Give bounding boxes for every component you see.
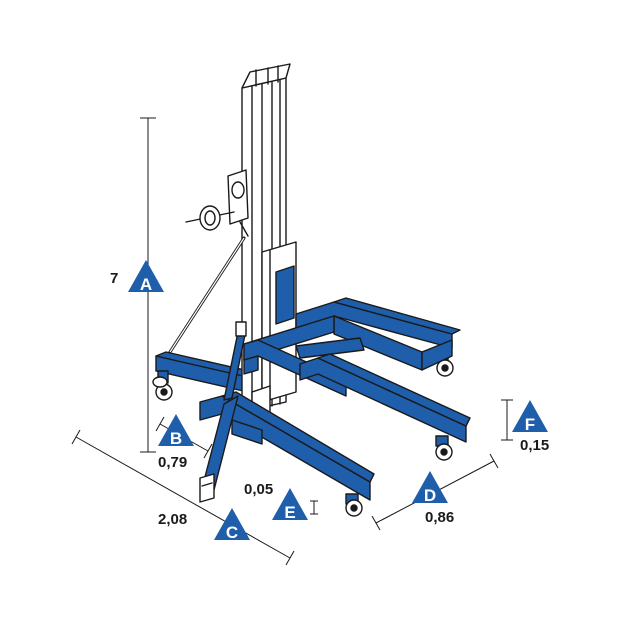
forks [243, 297, 461, 397]
dimension-badge-e: E [272, 488, 308, 522]
dimension-f-letter: F [525, 415, 535, 434]
dimension-c-letter: C [226, 523, 238, 542]
dimension-f-value: 0,15 [520, 437, 550, 454]
dimension-badge-a: A [128, 260, 164, 294]
dimension-e-letter: E [284, 503, 295, 522]
dimension-b-value: 0,79 [158, 454, 188, 471]
dimension-c-value: 2,08 [158, 511, 188, 528]
dimension-d-letter: D [424, 486, 436, 505]
dimension-badge-f: F [512, 400, 548, 434]
dimension-b-letter: B [170, 429, 182, 448]
dimension-badge-c: C [214, 508, 250, 542]
dimension-e-value: 0,05 [244, 481, 274, 498]
front-base [199, 321, 471, 517]
dimension-a-value: 7 [110, 270, 119, 287]
dimension-a-letter: A [140, 275, 152, 294]
dimension-badge-b: B [158, 414, 194, 448]
dimension-d-value: 0,86 [425, 509, 455, 526]
dimension-badge-d: D [412, 471, 448, 505]
